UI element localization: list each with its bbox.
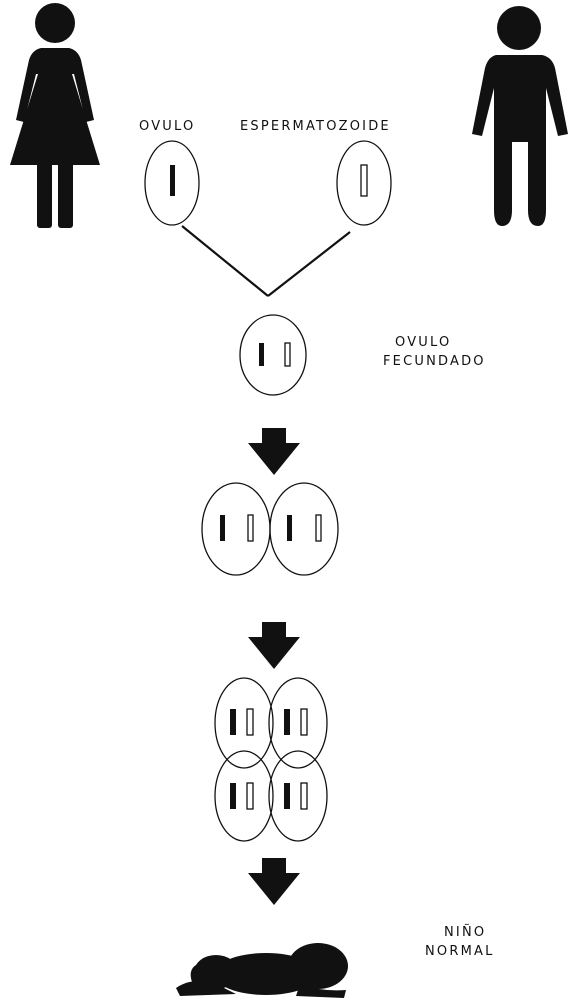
chromosome-paternal <box>246 782 254 810</box>
ovum-cell <box>144 140 200 226</box>
cell <box>268 677 328 769</box>
fertilized-ovum-label-line2: FECUNDADO <box>383 354 486 369</box>
chromosome-maternal <box>287 515 292 541</box>
man-icon <box>472 6 568 226</box>
four-cell-stage <box>214 677 328 842</box>
sperm-label: ESPERMATOZOIDE <box>240 119 391 134</box>
chromosome-maternal <box>230 709 236 735</box>
cell <box>214 677 274 769</box>
sperm-cell <box>336 140 392 226</box>
cell <box>269 482 339 576</box>
chromosome-paternal <box>300 708 308 736</box>
chromosome-maternal <box>284 783 290 809</box>
chromosome-paternal <box>246 708 254 736</box>
ovum-label: OVULO <box>139 119 196 134</box>
chromosome-maternal <box>220 515 225 541</box>
fertilized-ovum-label-line1: OVULO <box>395 335 452 350</box>
cell <box>201 482 271 576</box>
chromosome-paternal <box>360 164 368 197</box>
chromosome-maternal <box>170 165 175 196</box>
chromosome-maternal <box>259 343 264 366</box>
down-arrow-icon <box>248 428 300 475</box>
fertilized-ovum <box>239 314 307 396</box>
fertilization-lines <box>181 225 351 297</box>
cell <box>268 750 328 842</box>
baby-label-line1: NIÑO <box>444 925 487 940</box>
two-cell-stage <box>201 482 339 576</box>
baby-label-line2: NORMAL <box>425 944 495 959</box>
chromosome-paternal <box>300 782 308 810</box>
chromosome-paternal <box>315 514 322 542</box>
baby-icon <box>176 943 348 998</box>
chromosome-paternal <box>247 514 254 542</box>
down-arrow-icon <box>248 858 300 905</box>
down-arrow-icon <box>248 622 300 669</box>
chromosome-maternal <box>284 709 290 735</box>
woman-icon <box>10 3 100 228</box>
cell <box>214 750 274 842</box>
chromosome-maternal <box>230 783 236 809</box>
chromosome-paternal <box>284 342 291 367</box>
